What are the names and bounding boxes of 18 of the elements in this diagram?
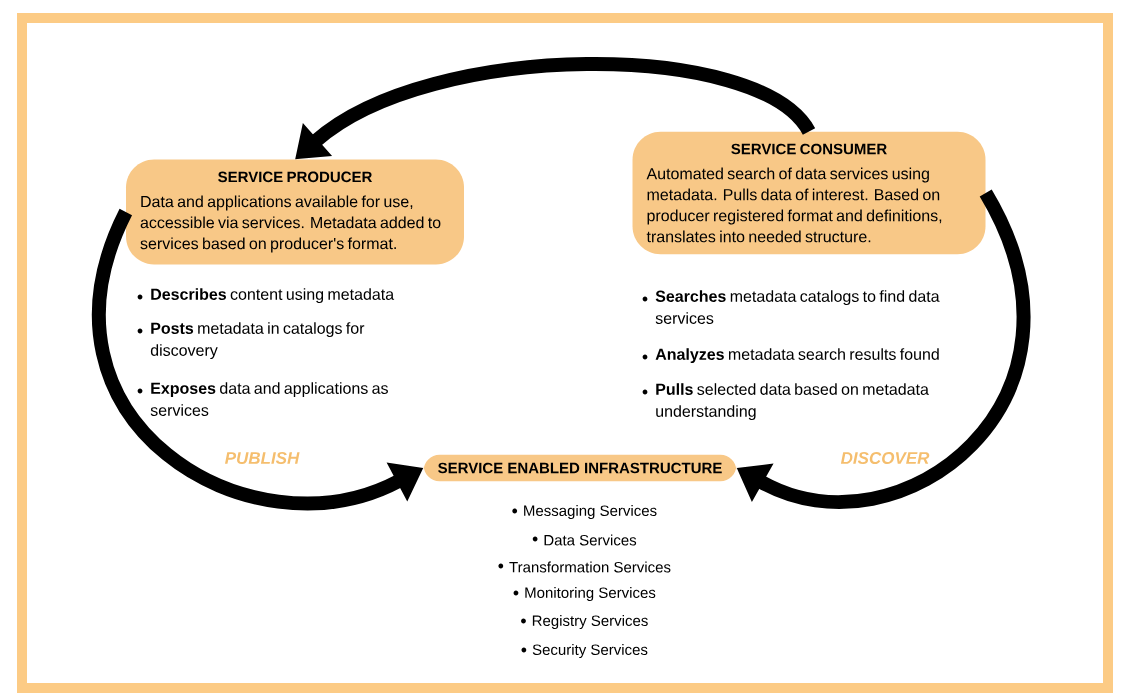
bullet-item: Searches metadata catalogs to find data services xyxy=(642,290,940,324)
rounded-box xyxy=(126,159,464,265)
bullet-item: Analyzes metadata search results found xyxy=(642,348,939,364)
bullet-item: Describes content using metadata xyxy=(137,288,395,304)
box-heading: SERVICE PRODUCER xyxy=(218,171,373,183)
box-description: Data and applications available for use, accessible via services. Metadata added to services based on producer's format. xyxy=(140,195,441,253)
bullet-item: Exposes data and applications as services xyxy=(137,382,388,416)
bullet-item: Pulls selected data based on metadata understanding xyxy=(642,383,929,421)
box-heading: SERVICE CONSUMER xyxy=(731,143,887,155)
box-description: Automated search of data services using metadata. Pulls data of interest. Based on producer registered format and definitions, translates into needed structure. xyxy=(646,167,942,243)
bullet-item: Monitoring Services xyxy=(513,587,656,601)
bullet-item: Registry Services xyxy=(521,615,648,629)
bullet-item: Security Services xyxy=(521,644,648,658)
bullet-item: Posts metadata in catalogs for discovery xyxy=(137,322,365,360)
bullet-item: Data Services xyxy=(532,534,637,546)
bullet-item: Messaging Services xyxy=(512,505,657,519)
rounded-box xyxy=(632,131,986,255)
bullet-item: Transformation Services xyxy=(498,561,671,573)
